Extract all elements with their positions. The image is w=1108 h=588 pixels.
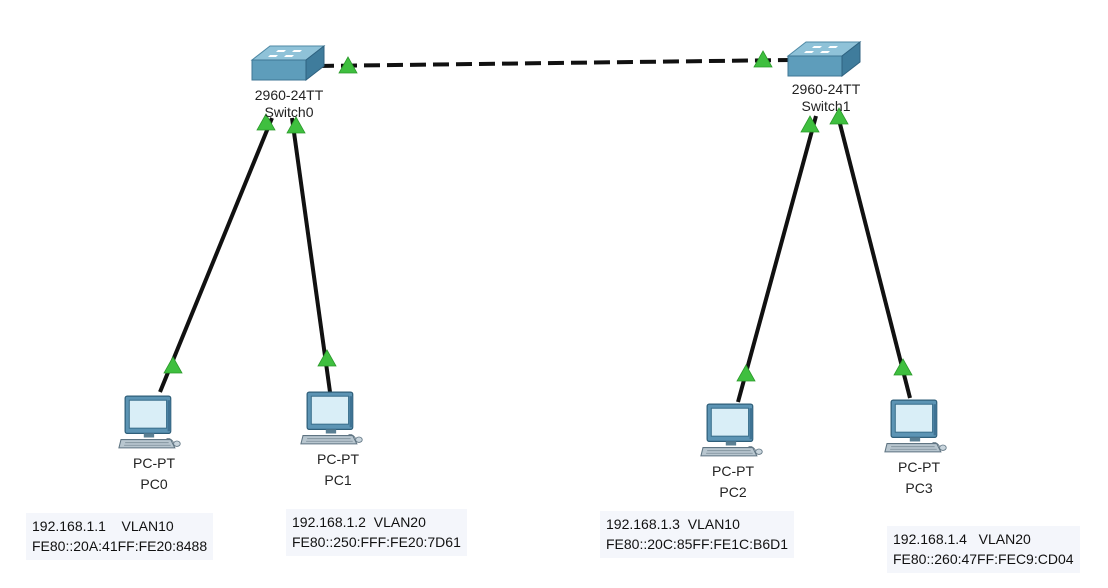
pc1-ipv4-vlan: 192.168.1.2 VLAN20 (292, 514, 426, 530)
switch1-model: 2960-24TT (791, 81, 861, 97)
pc0-label: PC-PT PC0 (133, 455, 175, 493)
pc2-label: PC-PT PC2 (712, 463, 754, 501)
pc0-ipv6: FE80::20A:41FF:FE20:8488 (32, 538, 208, 554)
switch0-name: Switch0 (264, 104, 314, 120)
pc0-icon[interactable] (118, 395, 181, 449)
link-switch0-switch1[interactable] (317, 58, 793, 68)
switch1-label: 2960-24TT Switch1 (792, 81, 860, 115)
pc3-icon[interactable] (884, 399, 947, 453)
link-switch1-pc2[interactable] (736, 115, 818, 403)
link-up-indicator (163, 356, 183, 374)
pc3-model: PC-PT (898, 459, 940, 475)
link-up-indicator (893, 358, 913, 376)
pc1-icon[interactable] (300, 391, 363, 445)
link-switch0-pc1[interactable] (290, 117, 332, 393)
switch1-icon[interactable] (787, 41, 861, 77)
link-switch0-pc0[interactable] (158, 117, 274, 393)
switch0-label: 2960-24TT Switch0 (255, 87, 323, 121)
pc2-icon[interactable] (700, 403, 763, 457)
link-up-indicator (736, 364, 756, 382)
pc2-name: PC2 (719, 484, 747, 500)
link-up-indicator (317, 349, 337, 367)
switch0-model: 2960-24TT (254, 87, 324, 103)
pc2-ipv4-vlan: 192.168.1.3 VLAN10 (606, 516, 740, 532)
pc3-label: PC-PT PC3 (898, 459, 940, 497)
pc3-ipv6: FE80::260:47FF:FEC9:CD04 (893, 551, 1074, 567)
pc3-ipv4-vlan: 192.168.1.4 VLAN20 (893, 531, 1031, 547)
pc0-ipv4-vlan: 192.168.1.1 VLAN10 (32, 518, 174, 534)
pc0-name: PC0 (140, 476, 168, 492)
switch0-icon[interactable] (251, 45, 325, 81)
switch1-name: Switch1 (801, 98, 851, 114)
pc1-ipv6: FE80::250:FFF:FE20:7D61 (292, 534, 461, 550)
pc0-model: PC-PT (133, 455, 175, 471)
pc2-ipv6: FE80::20C:85FF:FE1C:B6D1 (606, 536, 789, 552)
pc2-model: PC-PT (712, 463, 754, 479)
pc3-name: PC3 (905, 480, 933, 496)
pc1-name: PC1 (324, 472, 352, 488)
pc1-model: PC-PT (317, 451, 359, 467)
pc1-label: PC-PT PC1 (317, 451, 359, 489)
link-switch1-pc3[interactable] (836, 115, 912, 399)
